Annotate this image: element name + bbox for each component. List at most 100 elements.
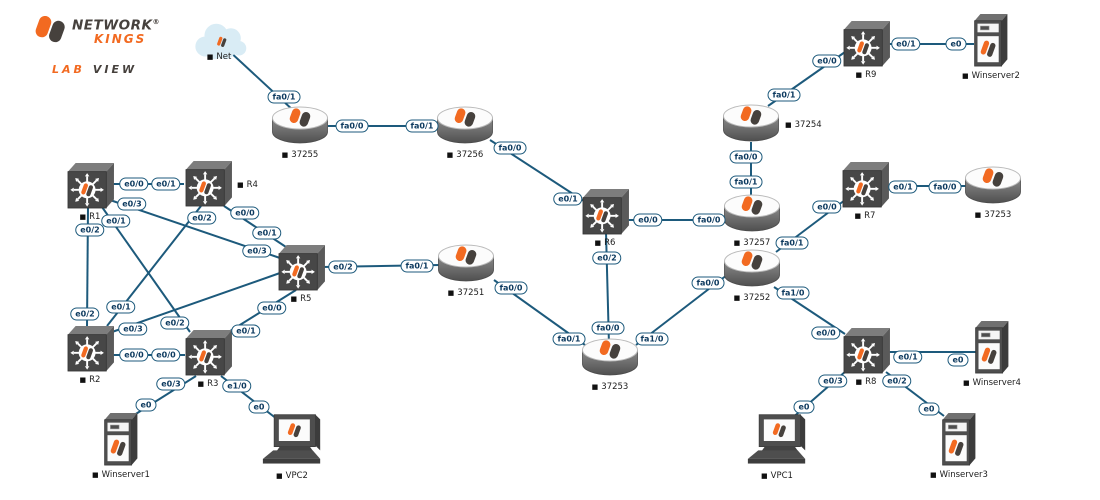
hostname-text: 37252 — [743, 293, 771, 303]
port-label: e0/2 — [187, 211, 217, 225]
selection-marker: ■ — [930, 471, 937, 479]
node-label-rt37251: ■37251 — [448, 288, 485, 298]
node-rt37251[interactable] — [437, 244, 495, 284]
port-label: e0/3 — [118, 322, 148, 336]
node-label-r1: ■R1 — [80, 212, 101, 222]
switch-icon — [185, 161, 232, 207]
node-label-r6: ■R6 — [595, 238, 616, 248]
selection-marker: ■ — [281, 151, 289, 159]
port-label: e0/0 — [230, 206, 260, 220]
port-label: e0/0 — [812, 200, 842, 214]
selection-marker: ■ — [206, 53, 214, 61]
hostname-text: Winserver1 — [101, 470, 150, 480]
port-label: fa0/0 — [729, 150, 763, 164]
node-r2[interactable] — [66, 326, 114, 372]
switch-icon — [67, 163, 114, 209]
node-r9[interactable] — [842, 21, 890, 67]
port-label: fa0/1 — [405, 119, 439, 133]
node-label-ws4: ■Winserver4 — [963, 378, 1021, 388]
node-rt37257[interactable] — [723, 194, 781, 234]
link-r1-r3[interactable] — [101, 206, 191, 333]
port-label: fa0/1 — [267, 90, 301, 104]
node-rt37255[interactable] — [271, 106, 329, 146]
node-label-rt37256: ■37256 — [447, 150, 484, 160]
selection-marker: ■ — [963, 379, 970, 387]
node-r5[interactable] — [277, 245, 325, 291]
hostname-text: 37253 — [984, 210, 1012, 220]
registered-mark: ® — [152, 18, 160, 26]
port-label: e0/2 — [70, 307, 100, 321]
port-label: e0/2 — [160, 316, 190, 330]
selection-marker: ■ — [855, 378, 863, 386]
node-vpc2[interactable] — [261, 414, 323, 468]
node-rt37252[interactable] — [723, 249, 781, 289]
port-label: fa0/0 — [493, 141, 527, 155]
hostname-text: R2 — [89, 375, 101, 385]
node-r1[interactable] — [66, 163, 114, 209]
hostname-text: 37253 — [601, 382, 629, 392]
port-label: e0 — [945, 37, 967, 51]
switch-icon — [843, 328, 890, 374]
port-label: e0/0 — [257, 301, 287, 315]
port-label: e0/1 — [106, 300, 136, 314]
port-label: e0/3 — [818, 374, 848, 388]
server-icon — [104, 413, 138, 466]
node-rt37256[interactable] — [436, 106, 494, 146]
server-icon — [942, 413, 976, 466]
port-label: fa0/0 — [692, 213, 726, 227]
link-r2-r5[interactable] — [111, 272, 281, 333]
port-label: e0/2 — [592, 251, 622, 265]
port-label: e0 — [947, 353, 969, 367]
node-ws2[interactable] — [971, 14, 1011, 68]
server-icon — [975, 321, 1009, 374]
hostname-text: Winserver3 — [939, 470, 988, 480]
selection-marker: ■ — [237, 181, 244, 189]
hostname-text: R4 — [246, 180, 258, 190]
node-label-vpc1: ■VPC1 — [761, 471, 793, 481]
hostname-text: R7 — [864, 211, 876, 221]
port-label: e0 — [793, 400, 815, 414]
tagline-lab: LAB — [52, 63, 85, 76]
port-label: e0/1 — [891, 37, 921, 51]
node-ws3[interactable] — [939, 413, 979, 467]
port-label: fa0/0 — [494, 281, 528, 295]
port-label: e0/1 — [101, 214, 131, 228]
hostname-text: R6 — [604, 238, 616, 248]
port-label: e0/0 — [811, 326, 841, 340]
node-rt37253r[interactable] — [964, 166, 1022, 206]
switch-icon — [843, 21, 890, 67]
node-r6[interactable] — [581, 189, 629, 235]
port-label: e0/3 — [156, 377, 186, 391]
port-label: e1/0 — [222, 379, 252, 393]
cloud-icon — [195, 23, 247, 60]
port-label: e0/2 — [328, 260, 358, 274]
node-r3[interactable] — [184, 330, 232, 376]
node-rt37254[interactable] — [722, 104, 780, 144]
node-net[interactable] — [189, 21, 249, 61]
node-label-rt37254: ■37254 — [785, 120, 822, 130]
node-label-ws1: ■Winserver1 — [92, 470, 150, 480]
selection-marker: ■ — [197, 380, 205, 388]
switch-icon — [185, 330, 232, 376]
router-icon — [582, 338, 638, 376]
hostname-text: Net — [216, 52, 232, 62]
selection-marker: ■ — [290, 295, 298, 303]
port-label: e0/1 — [893, 350, 923, 364]
node-r4[interactable] — [184, 161, 232, 207]
node-r7[interactable] — [841, 162, 889, 208]
node-ws4[interactable] — [972, 321, 1012, 375]
node-rt37253mid[interactable] — [581, 338, 639, 378]
selection-marker: ■ — [591, 383, 599, 391]
port-label: e0/3 — [117, 197, 147, 211]
hostname-text: R5 — [300, 294, 312, 304]
port-label: fa0/1 — [775, 236, 809, 250]
node-r8[interactable] — [842, 328, 890, 374]
node-vpc1[interactable] — [746, 414, 808, 468]
selection-marker: ■ — [733, 239, 741, 247]
hostname-text: 37255 — [291, 150, 319, 160]
router-icon — [724, 249, 780, 287]
node-ws1[interactable] — [101, 413, 141, 467]
